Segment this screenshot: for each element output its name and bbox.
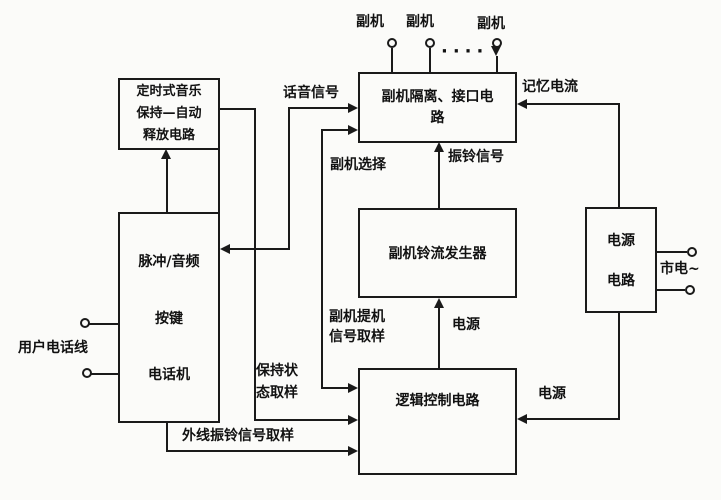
wire-memory-horizontal xyxy=(527,103,620,105)
music-hold-release-block: 定时式音乐 保持—自动 释放电路 xyxy=(118,78,220,150)
offhook-sampling-line1: 副机提机 xyxy=(329,309,385,325)
music-block-line2: 保持—自动 xyxy=(136,106,202,121)
wire-extension2 xyxy=(429,48,431,72)
arrow-right-voice-into-interface-icon xyxy=(348,103,358,113)
wire-hold-horizontal-top xyxy=(220,108,256,110)
extension1-label: 副机 xyxy=(356,14,384,30)
hold-sampling-line2: 态取样 xyxy=(256,385,298,401)
power-circuit-block: 电源 电路 xyxy=(585,207,657,313)
extension2-terminal-icon xyxy=(425,38,435,48)
memory-current-label: 记忆电流 xyxy=(522,79,578,95)
wire-subscriber-upper xyxy=(88,323,118,325)
ext-select-label: 副机选择 xyxy=(330,157,386,173)
mains-terminal-lower-icon xyxy=(685,285,695,295)
arrow-up-ringsignal-into-interface-icon xyxy=(434,142,444,152)
wire-ringsignal-vertical xyxy=(438,152,440,208)
wire-hold-vertical xyxy=(254,108,256,421)
arrow-left-voice-into-phone-icon xyxy=(220,244,230,254)
ext-ring-sampling-label: 外线振铃信号取样 xyxy=(182,428,294,444)
interface-block-line1: 副机隔离、接口电 xyxy=(381,88,494,105)
arrow-up-power-into-ringer-icon xyxy=(434,298,444,308)
arrow-left-memory-into-interface-icon xyxy=(517,99,527,109)
phone-block-line3: 电话机 xyxy=(148,367,190,384)
wire-select-horizontal-bottom xyxy=(322,387,349,389)
wire-power-ringer-vertical xyxy=(438,308,440,368)
wire-subscriber-lower xyxy=(90,373,118,375)
power-to-ringer-label: 电源 xyxy=(452,317,480,333)
wire-memory-vertical xyxy=(618,104,620,207)
wire-extring-vertical xyxy=(166,423,168,452)
arrow-right-hold-into-logic-icon xyxy=(348,415,358,425)
voice-signal-label: 话音信号 xyxy=(283,85,339,101)
mains-label: 市电~ xyxy=(660,261,700,277)
wire-voice-horizontal-bottom xyxy=(230,248,289,250)
interface-block-line2: 路 xyxy=(430,109,445,126)
phone-block-line2: 按键 xyxy=(155,310,183,327)
arrow-down-extension3-icon xyxy=(491,46,501,56)
arrow-right-select-into-interface-icon xyxy=(348,125,358,135)
wire-phone-to-music xyxy=(166,158,168,212)
extension1-terminal-icon xyxy=(387,38,397,48)
ring-signal-label: 振铃信号 xyxy=(448,149,504,165)
mains-terminal-upper-icon xyxy=(687,247,697,257)
power-block-line2: 电路 xyxy=(607,273,635,290)
wire-power-logic-horizontal xyxy=(527,418,620,420)
logic-control-block: 逻辑控制电路 xyxy=(358,368,517,475)
ringer-block-label: 副机铃流发生器 xyxy=(388,246,487,262)
phone-block-line1: 脉冲/音频 xyxy=(138,253,200,270)
wire-voice-horizontal-top xyxy=(288,107,349,109)
power-to-logic-label: 电源 xyxy=(538,386,566,402)
wire-music-corner-to-phone xyxy=(218,150,220,212)
wire-mains-upper xyxy=(657,251,687,253)
music-block-line1: 定时式音乐 xyxy=(136,84,202,99)
subscriber-line-label: 用户电话线 xyxy=(18,340,88,356)
wire-extension1 xyxy=(391,48,393,72)
wire-voice-vertical xyxy=(288,108,290,250)
wire-select-horizontal-top xyxy=(322,129,349,131)
hold-sampling-label: 保持状 态取样 xyxy=(256,360,318,404)
ring-current-generator-block: 副机铃流发生器 xyxy=(358,208,517,298)
wire-select-vertical xyxy=(321,129,323,389)
arrow-up-into-music-icon xyxy=(161,149,171,159)
extension3-label: 副机 xyxy=(477,16,505,32)
extension-interface-block: 副机隔离、接口电 路 xyxy=(358,72,517,143)
telephone-block: 脉冲/音频 按键 电话机 xyxy=(118,212,220,423)
logic-block-label: 逻辑控制电路 xyxy=(395,393,480,409)
music-block-line3: 释放电路 xyxy=(142,128,195,143)
wire-extring-horizontal xyxy=(166,450,349,452)
offhook-sampling-label: 副机提机 信号取样 xyxy=(329,307,393,347)
power-block-line1: 电源 xyxy=(607,232,635,249)
wire-mains-lower xyxy=(657,289,685,291)
wire-hold-horizontal-bottom xyxy=(254,419,349,421)
arrow-right-extring-into-logic-icon xyxy=(348,446,358,456)
offhook-sampling-line2: 信号取样 xyxy=(329,329,385,345)
wire-power-logic-vertical xyxy=(618,313,620,420)
wire-extension3 xyxy=(496,56,498,72)
hold-sampling-line1: 保持状 xyxy=(256,363,298,379)
ellipsis-dots: ···· xyxy=(441,41,489,62)
arrow-right-offhook-into-logic-icon xyxy=(348,383,358,393)
arrow-left-power-into-logic-icon xyxy=(517,414,527,424)
extension2-label: 副机 xyxy=(406,14,434,30)
